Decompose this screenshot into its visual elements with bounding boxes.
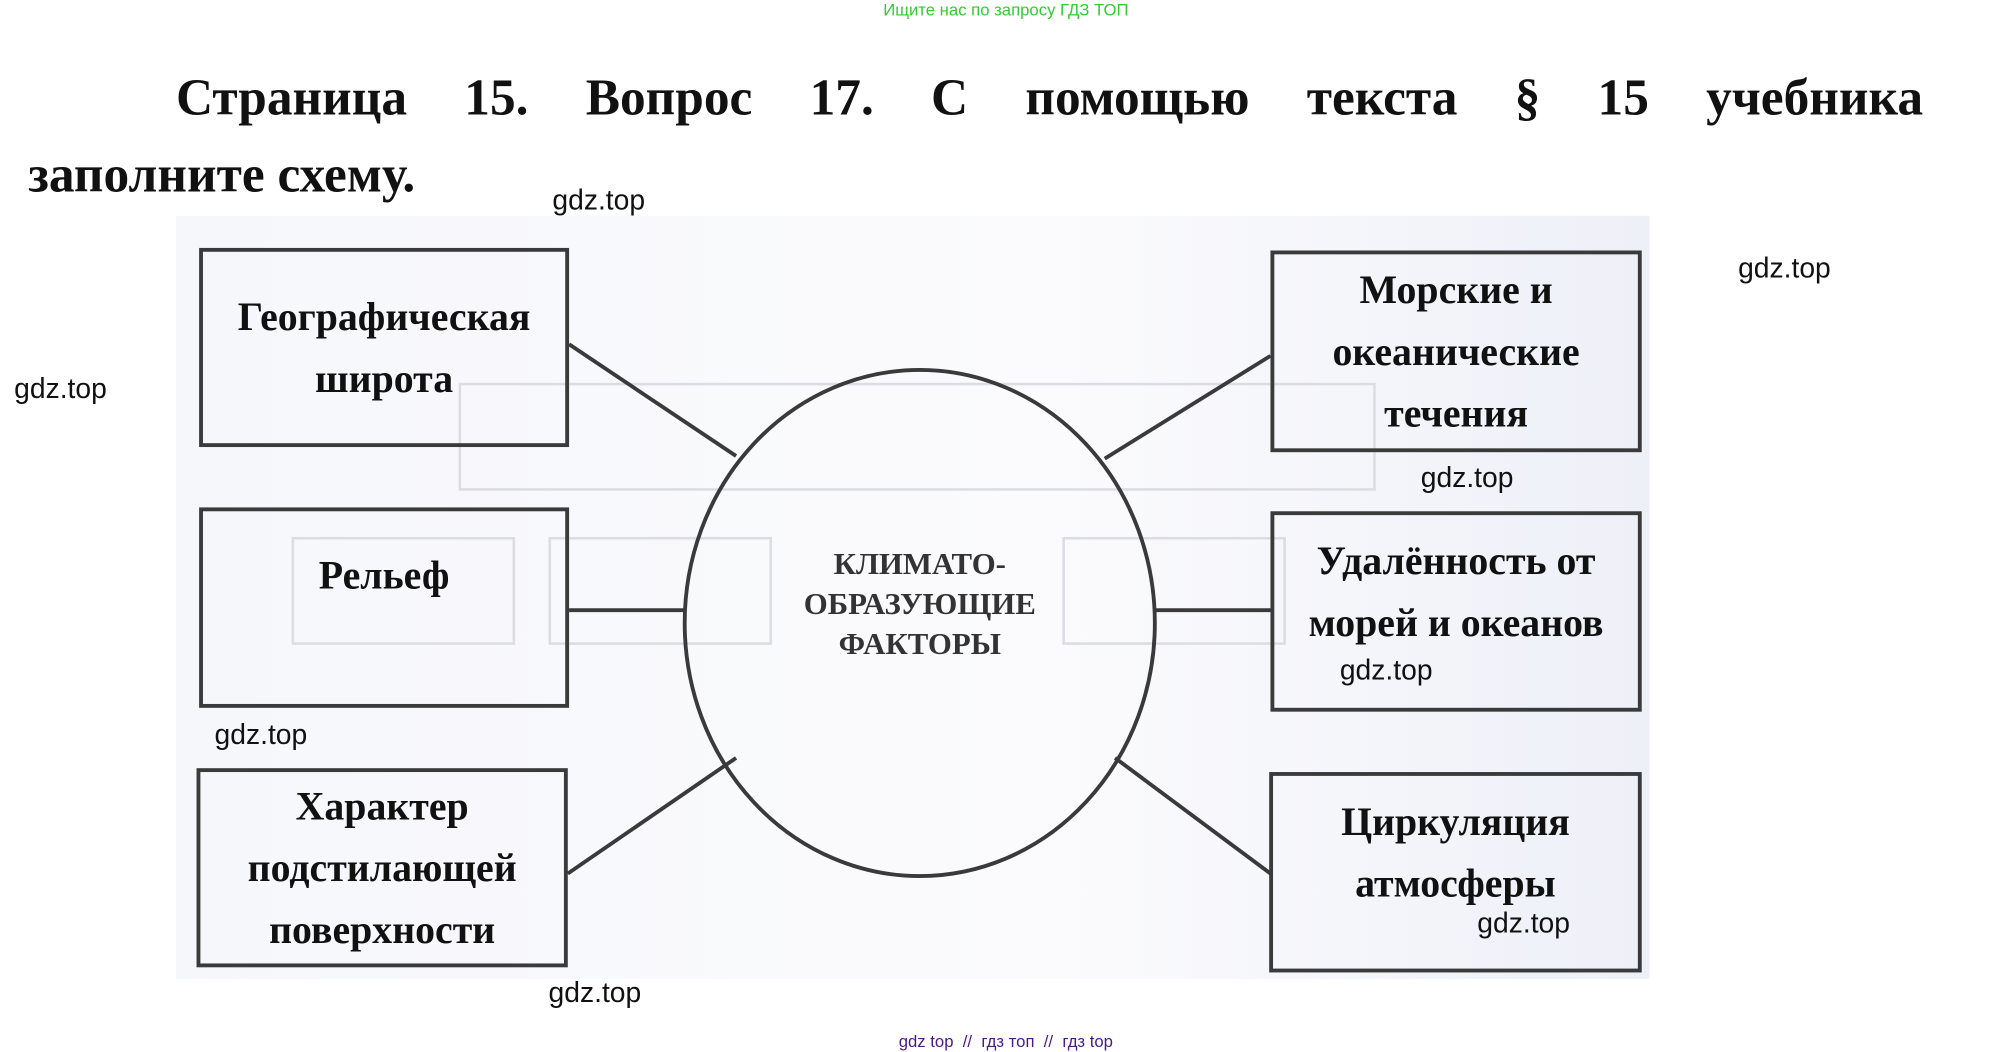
title-word: текста [1306,68,1458,126]
ghost-box [548,536,773,645]
watermark: gdz.top [1420,461,1514,494]
ghost-box [1062,536,1286,645]
title-word: учебника [1706,68,1924,126]
title-word: 15 [1597,68,1649,126]
box-currents: Морские и океанические течения [1270,250,1642,453]
title-word: помощью [1025,68,1250,126]
box-latitude: Географическая широта [199,247,570,448]
box-text: Характер [295,782,469,828]
box-text: Циркуляция [1341,799,1570,844]
ghost-box [291,536,516,645]
box-text: океанические [1332,328,1580,374]
center-line: ФАКТОРЫ [838,628,1001,662]
page-title-line1: Страница 15. Вопрос 17. С помощью текста… [176,67,1923,127]
box-text: Географическая [237,293,531,339]
title-word: § [1514,68,1541,126]
box-text: широта [315,355,454,401]
title-word: С [931,68,969,126]
connector [1103,354,1272,461]
footer-links: gdz top // гдз топ // гдз top [898,1031,1113,1051]
connector [566,756,738,876]
box-text: течения [1384,389,1528,435]
center-circle [682,368,1157,879]
title-word: 17. [809,68,874,126]
box-text: Рельеф [318,552,450,598]
box-text: Удалённость от [1316,538,1596,584]
box-text: Морские и [1359,266,1553,312]
center-line: ОБРАЗУЮЩИЕ [803,588,1036,622]
title-word: Вопрос [585,68,753,126]
watermark: gdz.top [548,976,642,1009]
box-text: подстилающей [247,844,517,890]
box-surface: Характер подстилающей поверхности [196,768,568,968]
connector [1113,756,1272,876]
watermark: gdz.top [14,372,107,405]
title-word: 15. [464,68,529,126]
watermark: gdz.top [1738,251,1831,284]
title-word: Страница [175,68,408,126]
watermark: gdz.top [1477,906,1571,940]
watermark: gdz.top [552,183,646,216]
ghost-box [458,382,1376,491]
page-title-line2: заполните схему. [28,145,416,203]
search-hint: Ищите нас по запросу ГДЗ ТОП [883,0,1129,20]
center-line: КЛИМАТО- [833,548,1006,582]
box-relief: Рельеф [199,507,570,708]
box-circulation: Циркуляция атмосферы [1269,772,1642,973]
watermark: gdz.top [214,718,308,751]
box-distance: Удалённость от морей и океанов [1270,511,1642,712]
box-text: атмосферы [1355,860,1556,906]
scanned-background [175,215,1650,979]
box-text: поверхности [269,906,496,952]
watermark: gdz.top [1339,653,1433,686]
box-text: морей и океанов [1308,599,1604,645]
center-label: КЛИМАТО- ОБРАЗУЮЩИЕ ФАКТОРЫ [771,546,1069,665]
connector [568,342,738,458]
